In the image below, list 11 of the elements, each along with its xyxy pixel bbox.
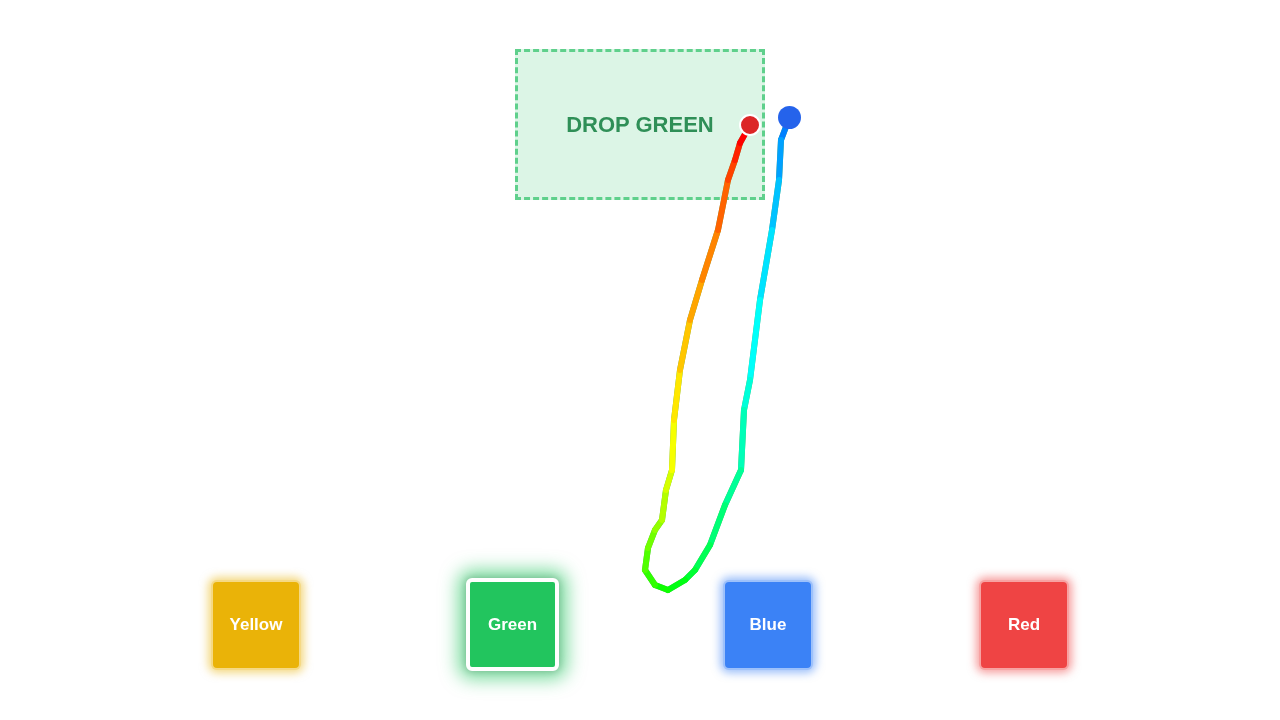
tile-label: Green — [487, 614, 538, 635]
tile-label: Yellow — [229, 615, 283, 635]
tile-label: Blue — [749, 615, 787, 635]
color-tile — [211, 580, 301, 670]
trail-dot — [778, 106, 801, 129]
drop-zone-label: DROP GREEN — [566, 111, 714, 138]
tile-label: Red — [1007, 615, 1041, 635]
color-tile — [723, 580, 813, 670]
trail-dot — [739, 114, 761, 136]
drop-zone — [515, 49, 765, 200]
color-tile — [979, 580, 1069, 670]
